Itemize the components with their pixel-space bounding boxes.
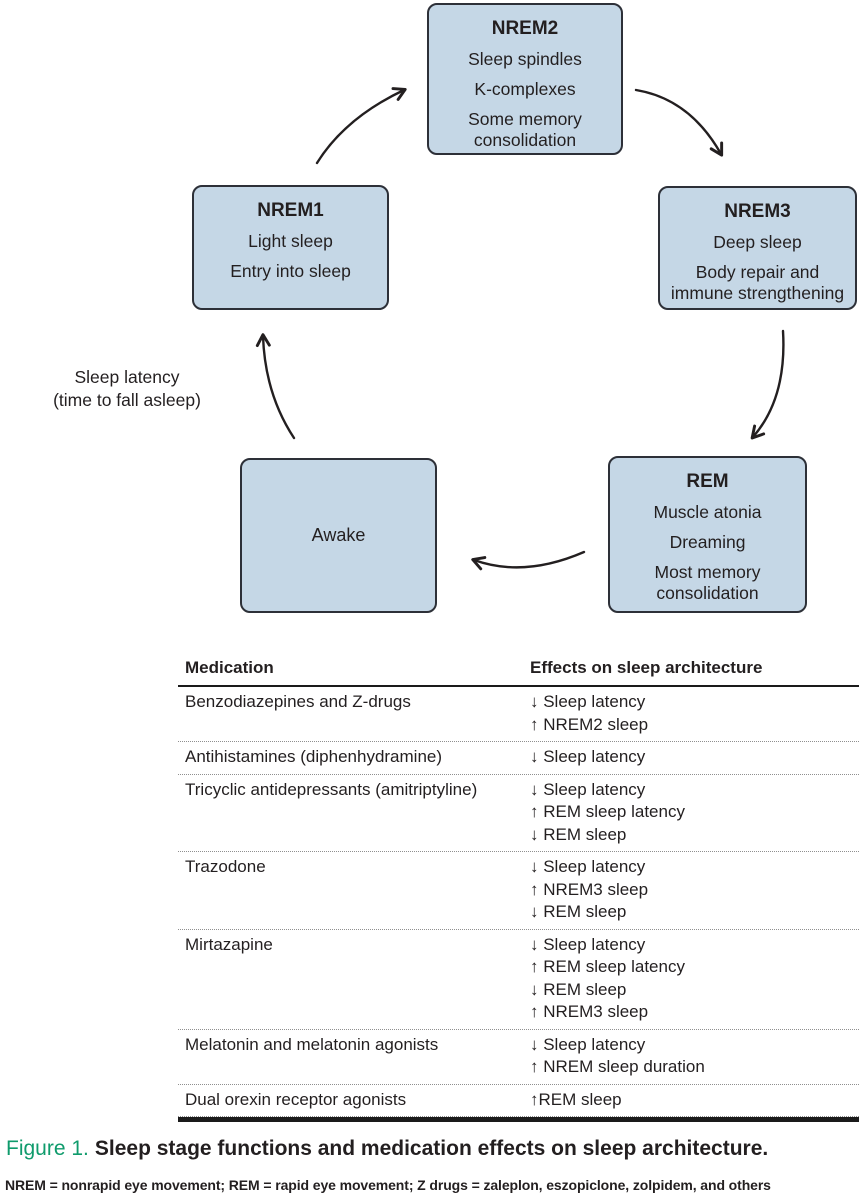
table-row: Benzodiazepines and Z-drugs ↓ Sleep late… xyxy=(178,687,859,742)
stage-title: NREM3 xyxy=(724,201,791,222)
effects-list: ↓ Sleep latency ↑ REM sleep latency ↓ RE… xyxy=(530,779,859,847)
table-bottom-rule xyxy=(178,1117,859,1122)
stage-line: Sleep spindles xyxy=(468,49,582,69)
table-row: Tricyclic antidepressants (amitriptyline… xyxy=(178,775,859,852)
effect-item: ↑ NREM3 sleep xyxy=(530,1002,649,1021)
arrow-nrem1-to-nrem2 xyxy=(315,87,407,165)
stage-line: Body repair and immune strengthening xyxy=(670,262,845,303)
figure-caption-text: Sleep stage functions and medication eff… xyxy=(94,1137,769,1160)
medication-name: Tricyclic antidepressants (amitriptyline… xyxy=(185,779,478,799)
stage-box-nrem2: NREM2 Sleep spindles K-complexes Some me… xyxy=(427,3,623,155)
stage-box-nrem1: NREM1 Light sleep Entry into sleep xyxy=(192,185,389,310)
effect-item: ↑ NREM sleep duration xyxy=(530,1057,705,1076)
header-medication: Medication xyxy=(185,658,274,677)
medication-name: Mirtazapine xyxy=(185,934,273,954)
effects-list: ↓ Sleep latency ↑ NREM3 sleep ↓ REM slee… xyxy=(530,856,859,924)
effect-item: ↑ REM sleep latency xyxy=(530,802,685,821)
medication-name: Trazodone xyxy=(185,857,266,876)
table-row: Trazodone ↓ Sleep latency ↑ NREM3 sleep … xyxy=(178,852,859,930)
figure-caption: Figure 1.Sleep stage functions and medic… xyxy=(6,1136,856,1162)
medication-name: Antihistamines (diphenhydramine) xyxy=(185,747,443,766)
effects-list: ↑REM sleep xyxy=(530,1089,859,1112)
arrow-rem-to-awake xyxy=(471,550,586,571)
effect-item: ↓ Sleep latency xyxy=(530,1034,646,1054)
effect-item: ↑ REM sleep latency xyxy=(530,957,685,976)
stage-line: Light sleep xyxy=(248,231,333,251)
effects-list: ↓ Sleep latency ↑ REM sleep latency ↓ RE… xyxy=(530,934,859,1024)
effects-list: ↓ Sleep latency ↑ NREM sleep duration xyxy=(530,1034,859,1079)
sleep-latency-label: Sleep latency (time to fall asleep) xyxy=(28,366,226,412)
effect-item: ↑ NREM3 sleep xyxy=(530,879,649,899)
table-row: Antihistamines (diphenhydramine) ↓ Sleep… xyxy=(178,742,859,775)
stage-line: Most memory consolidation xyxy=(654,562,761,603)
effect-item: ↓ REM sleep xyxy=(530,902,627,921)
effect-item: ↓ REM sleep xyxy=(530,979,627,999)
effect-item: ↓ Sleep latency xyxy=(530,692,646,711)
medication-name: Melatonin and melatonin agonists xyxy=(185,1034,439,1054)
table-row: Dual orexin receptor agonists ↑REM sleep xyxy=(178,1085,859,1117)
medication-name: Benzodiazepines and Z-drugs xyxy=(185,692,411,711)
stage-box-awake: Awake xyxy=(240,458,437,613)
stage-title: REM xyxy=(686,471,729,492)
sleep-cycle-diagram: NREM2 Sleep spindles K-complexes Some me… xyxy=(28,3,857,613)
figure-number-label: Figure 1. xyxy=(6,1137,89,1160)
effects-list: ↓ Sleep latency xyxy=(530,746,859,769)
stage-title: NREM1 xyxy=(257,200,324,221)
stage-line: Muscle atonia xyxy=(653,502,762,522)
table-row: Mirtazapine ↓ Sleep latency ↑ REM sleep … xyxy=(178,930,859,1030)
arrow-awake-to-nrem1 xyxy=(255,333,296,440)
stage-box-rem: REM Muscle atonia Dreaming Most memory c… xyxy=(608,456,807,613)
effect-item: ↓ Sleep latency xyxy=(530,747,646,766)
header-effects: Effects on sleep architecture xyxy=(530,658,763,677)
effect-item: ↓ Sleep latency xyxy=(530,857,646,876)
stage-title: NREM2 xyxy=(491,18,559,39)
stage-line: Some memory consolidation xyxy=(468,109,582,150)
effect-item: ↓ Sleep latency xyxy=(530,934,646,954)
stage-line: Dreaming xyxy=(669,532,746,552)
sleep-latency-line1: Sleep latency xyxy=(74,367,180,387)
medication-effects-table: Medication Effects on sleep architecture… xyxy=(178,656,859,1122)
effect-item: ↑REM sleep xyxy=(530,1089,622,1109)
effects-list: ↓ Sleep latency ↑ NREM2 sleep xyxy=(530,691,859,736)
stage-title: Awake xyxy=(311,525,366,545)
effect-item: ↓ REM sleep xyxy=(530,824,627,844)
arrow-nrem2-to-nrem3 xyxy=(634,88,724,157)
medication-name: Dual orexin receptor agonists xyxy=(185,1089,407,1109)
stage-box-nrem3: NREM3 Deep sleep Body repair and immune … xyxy=(658,186,857,310)
arrow-nrem3-to-rem xyxy=(750,329,785,440)
stage-line: K-complexes xyxy=(474,79,576,99)
stage-line: Deep sleep xyxy=(713,232,802,252)
stage-line: Entry into sleep xyxy=(230,261,351,281)
effect-item: ↓ Sleep latency xyxy=(530,779,646,799)
figure-footnote: NREM = nonrapid eye movement; REM = rapi… xyxy=(5,1177,771,1193)
table-header-row: Medication Effects on sleep architecture xyxy=(178,656,859,687)
sleep-latency-line2: (time to fall asleep) xyxy=(53,390,201,410)
effect-item: ↑ NREM2 sleep xyxy=(530,714,649,734)
table-row: Melatonin and melatonin agonists ↓ Sleep… xyxy=(178,1030,859,1085)
